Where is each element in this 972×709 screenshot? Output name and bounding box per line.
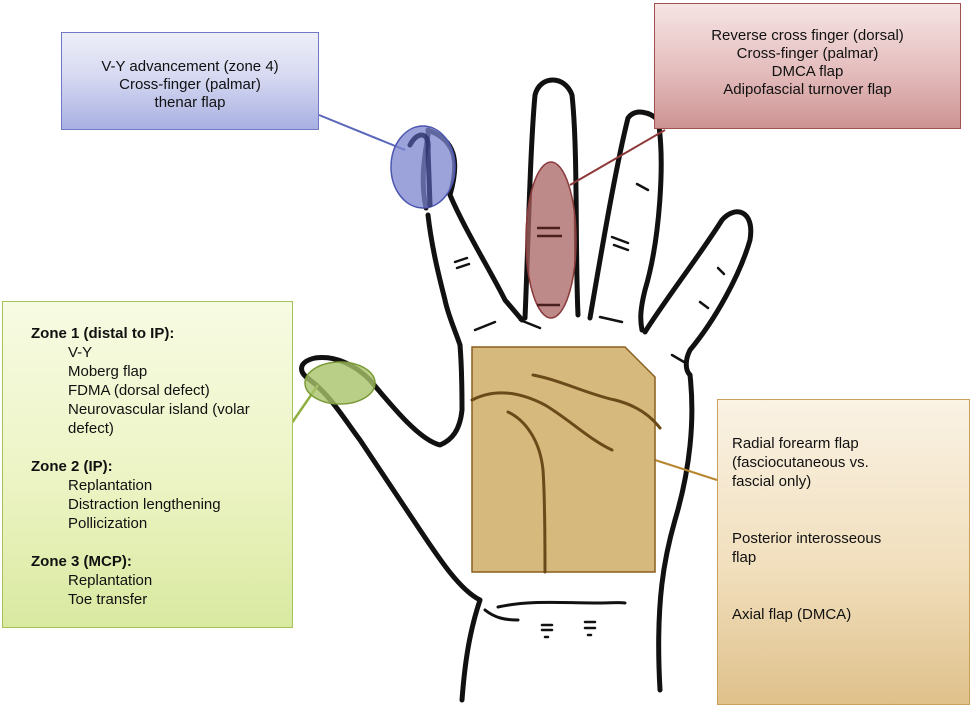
little-finger-outline — [642, 209, 754, 378]
middle-finger-callout: Reverse cross finger (dorsal) Cross-fing… — [654, 3, 961, 129]
zone-item: Pollicization — [68, 515, 148, 532]
fingertip-callout: V-Y advancement (zone 4) Cross-finger (p… — [61, 32, 319, 130]
finger-creases — [453, 182, 726, 639]
ring-finger-outline — [587, 109, 664, 333]
palm-option-line: Axial flap (DMCA) — [732, 606, 852, 623]
palm-option-line: flap — [732, 549, 757, 566]
wrist-crease-2 — [483, 608, 520, 622]
zone-heading: Zone 1 (distal to IP): — [31, 325, 175, 342]
hand-ulnar-edge — [656, 372, 695, 693]
palm-callout: Radial forearm flap (fasciocutaneous vs.… — [717, 399, 970, 705]
zone-3: Zone 3 (MCP): Replantation Toe transfer — [31, 552, 292, 609]
middle-finger-creases — [537, 226, 562, 307]
thumb-highlight — [304, 361, 376, 405]
fingertip-nail-line — [407, 132, 433, 208]
palm-option-line: (fasciocutaneous vs. — [732, 454, 869, 471]
zone-item: Distraction lengthening — [68, 496, 221, 513]
zone-1: Zone 1 (distal to IP): V-Y Moberg flap F… — [31, 324, 292, 438]
palm-option-radial-forearm: Radial forearm flap (fasciocutaneous vs.… — [732, 434, 961, 491]
zone-item: Neurovascular island (volar — [68, 401, 250, 418]
zone-2: Zone 2 (IP): Replantation Distraction le… — [31, 457, 292, 533]
zone-item: V-Y — [68, 344, 93, 361]
zone-heading: Zone 3 (MCP): — [31, 553, 132, 570]
zone-heading: Zone 2 (IP): — [31, 458, 113, 475]
middle-finger-highlight — [525, 161, 577, 319]
zone-item: defect) — [68, 420, 114, 437]
fingertip-option: V-Y advancement (zone 4) — [101, 58, 279, 75]
connector-middle-finger — [569, 129, 666, 186]
wrist-crease — [496, 600, 627, 609]
index-finger-inner — [425, 212, 463, 348]
palm-option-line: fascial only) — [732, 473, 812, 490]
fingertip-option: Cross-finger (palmar) — [119, 76, 261, 93]
palm-highlight — [471, 346, 656, 573]
palm-option-line: Posterior interosseous — [732, 530, 882, 547]
connector-palm — [654, 459, 718, 481]
thumb-callout: Zone 1 (distal to IP): V-Y Moberg flap F… — [2, 301, 293, 628]
palm-option-axial: Axial flap (DMCA) — [732, 605, 961, 624]
middle-finger-option: Reverse cross finger (dorsal) — [711, 27, 904, 44]
zone-item: Replantation — [68, 477, 153, 494]
zone-item: Moberg flap — [68, 363, 148, 380]
fingertip-option: thenar flap — [154, 94, 226, 111]
middle-finger-option: Cross-finger (palmar) — [736, 45, 879, 62]
palm-option-posterior-interosseous: Posterior interosseous flap — [732, 529, 961, 567]
middle-finger-option: Adipofascial turnover flap — [723, 81, 892, 98]
zone-item: Toe transfer — [68, 591, 148, 608]
zone-item: FDMA (dorsal defect) — [68, 382, 210, 399]
palm-option-line: Radial forearm flap — [732, 435, 859, 452]
palm-creases — [470, 373, 662, 574]
connector-fingertip — [318, 114, 406, 151]
fingertip-highlight — [390, 125, 456, 209]
middle-finger-option: DMCA flap — [771, 63, 844, 80]
zone-item: Replantation — [68, 572, 153, 589]
